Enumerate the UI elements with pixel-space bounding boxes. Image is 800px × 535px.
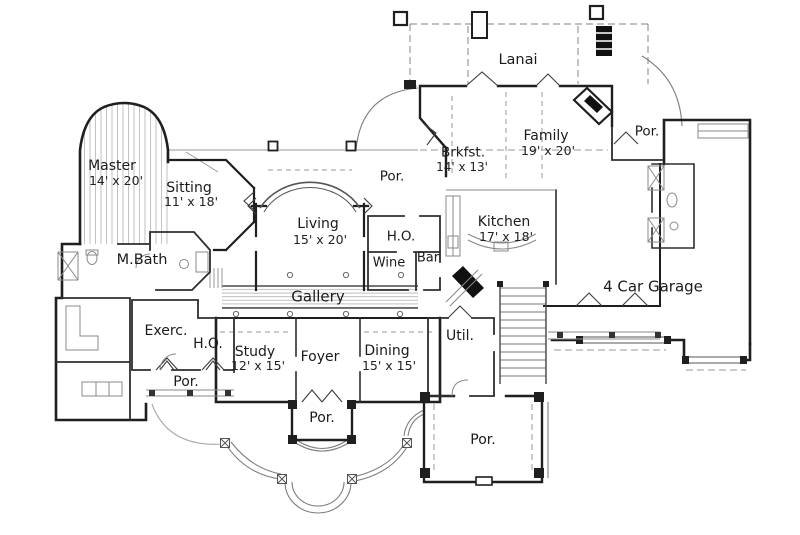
room-dims-family: 19' x 20': [520, 142, 576, 158]
room-label-kitchen: Kitchen: [477, 214, 531, 230]
room-dims-kitchen: 17' x 18': [478, 228, 534, 244]
room-label-foyer: Foyer: [300, 349, 340, 365]
fireplace-icon: [572, 86, 614, 126]
room-label-home-office-left: H.O.: [193, 336, 223, 352]
kitchen-counters: [445, 123, 749, 257]
room-label-porch-bottom-right: Por.: [470, 432, 496, 448]
window-symbols: [155, 71, 649, 403]
living-bay-window: [259, 181, 361, 213]
room-label-utility: Util.: [446, 328, 474, 344]
room-label-porch-left: Por.: [173, 374, 199, 390]
roof-overhang-lines: [168, 23, 746, 470]
spiral-stair-icon: [445, 266, 484, 307]
room-label-garage: 4 Car Garage: [603, 277, 703, 296]
room-dims-master: 14' x 20': [88, 172, 144, 188]
room-label-gallery: Gallery: [291, 287, 345, 306]
bath-fixtures: [57, 165, 679, 397]
room-label-bar: Bar: [416, 250, 440, 266]
room-dims-sitting: 11' x 18': [163, 193, 219, 209]
room-dims-dining: 15' x 15': [361, 357, 417, 373]
room-label-master: Master: [88, 158, 136, 174]
room-label-exercise: Exerc.: [144, 323, 188, 339]
entry-walk-arcs: [151, 55, 683, 514]
room-label-porch-top-middle: Por.: [379, 168, 405, 185]
garage-door-lines: [576, 336, 747, 364]
door-swing-arcs: [135, 253, 469, 397]
room-dims-study: 12' x 15': [230, 357, 286, 373]
room-label-sitting: Sitting: [166, 180, 212, 196]
room-label-master-bath: M.Bath: [116, 251, 168, 268]
gallery-floor: [209, 268, 418, 309]
room-label-family: Family: [523, 128, 569, 144]
porch-outlines: [146, 331, 660, 397]
room-label-lanai: Lanai: [498, 51, 538, 68]
master-floor-hatch: [80, 103, 168, 244]
room-dims-breakfast: 14' x 13': [436, 160, 488, 174]
stairs-icon: [497, 281, 549, 384]
room-label-home-office-right: H.O.: [386, 228, 416, 245]
room-label-breakfast: Brkfst.: [440, 144, 486, 161]
room-label-porch-top-right: Por.: [634, 123, 660, 140]
room-label-porch-front: Por.: [309, 410, 335, 426]
room-dims-living: 15' x 20': [292, 231, 348, 247]
room-label-wine: Wine: [372, 255, 406, 271]
room-label-dining: Dining: [364, 343, 410, 359]
room-label-study: Study: [234, 344, 276, 360]
column-markers: [149, 4, 661, 486]
room-label-living: Living: [297, 216, 339, 232]
